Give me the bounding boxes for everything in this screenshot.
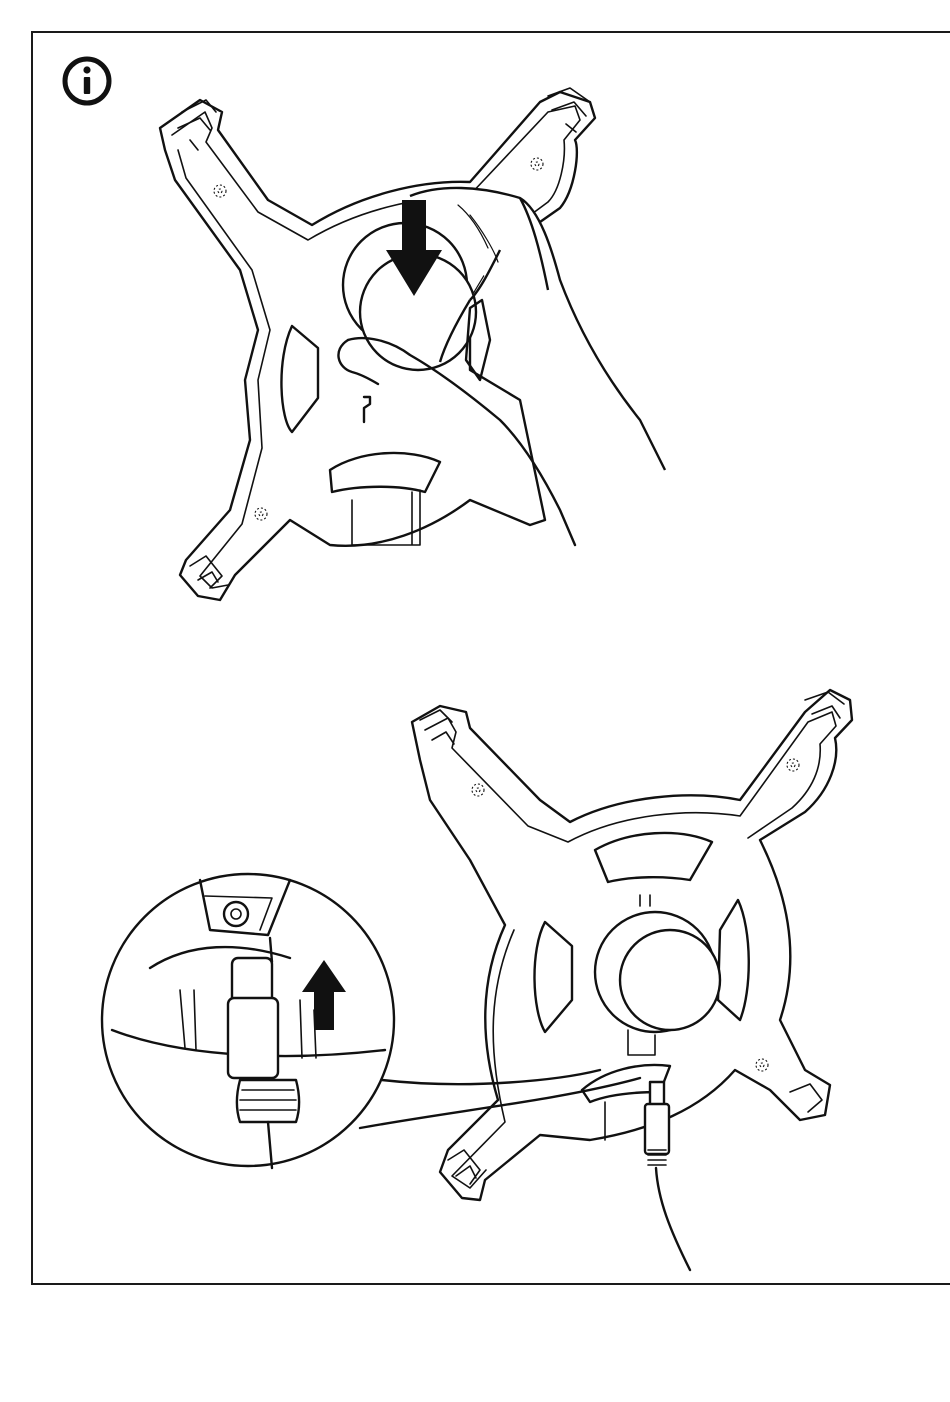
mount-plate-top	[160, 88, 595, 600]
magnified-connector-inset	[102, 874, 640, 1168]
mount-plate-bottom	[412, 690, 852, 1200]
hand-illustration	[338, 188, 665, 545]
info-circle-icon	[65, 59, 109, 103]
